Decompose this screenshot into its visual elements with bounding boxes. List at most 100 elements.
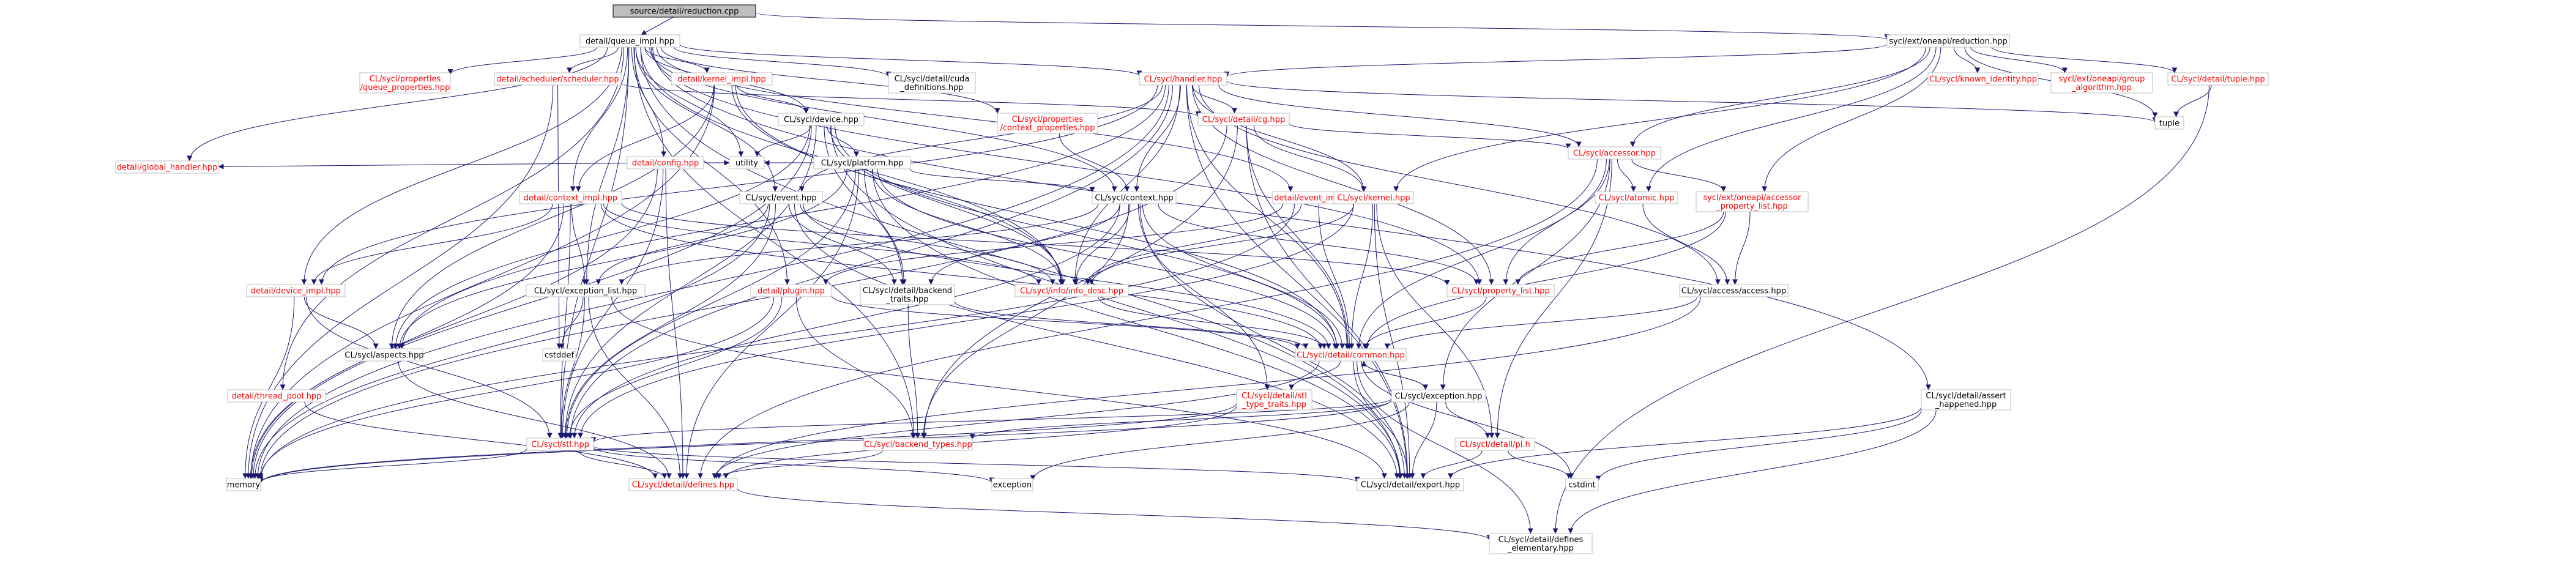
node-box [1696, 191, 1809, 212]
edge-queue-impl-to-property-list [650, 47, 1483, 285]
node-label: sycl/ext/oneapi/reduction.hpp [1889, 37, 2007, 47]
edge-kernel-to-common [1349, 203, 1374, 349]
node-kernel-impl[interactable]: detail/kernel_impl.hpp [671, 72, 773, 86]
edge-context-to-stl [571, 203, 1120, 439]
node-label: /context_properties.hpp [1000, 124, 1095, 133]
node-ext-reduction: sycl/ext/oneapi/reduction.hpp [1886, 34, 2010, 48]
node-kernel[interactable]: CL/sycl/kernel.hpp [1333, 191, 1414, 204]
edge-cg-to-accessor [1289, 123, 1571, 149]
edge-config-to-memory [248, 168, 658, 479]
node-tuple: tuple [2154, 116, 2184, 130]
node-box [1014, 284, 1129, 297]
node-scheduler[interactable]: detail/scheduler/scheduler.hpp [494, 72, 622, 86]
node-box [1568, 146, 1661, 160]
edge-event-to-info-desc [800, 203, 1055, 285]
node-label: detail/queue_impl.hpp [586, 37, 674, 47]
edge-exception-list-to-cstddef [559, 296, 584, 349]
edge-event-to-export [794, 203, 1400, 479]
edge-queue-impl-to-event [635, 47, 778, 192]
node-box [2167, 72, 2269, 86]
node-tuple-hpp[interactable]: CL/sycl/detail/tuple.hpp [2167, 72, 2269, 86]
node-prop-queue[interactable]: CL/sycl/properties/queue_properties.hpp [359, 72, 451, 94]
edge-tuple-hpp-to-tuple [2173, 84, 2212, 117]
node-label: _property_list.hpp [1716, 202, 1788, 211]
edge-cg-to-backend-types [921, 125, 1238, 439]
node-label: CL/sycl/device.hpp [784, 116, 858, 125]
node-atomic[interactable]: CL/sycl/atomic.hpp [1595, 191, 1678, 204]
edge-queue-impl-to-backend-types [634, 47, 917, 439]
edge-exception-hpp-to-common [1361, 360, 1426, 390]
node-box [519, 191, 622, 204]
node-device-impl[interactable]: detail/device_impl.hpp [246, 284, 346, 297]
file-nodes: source/detail/reduction.cpp detail/queue_… [115, 4, 2269, 554]
edge-kernel-impl-to-context-impl [575, 84, 715, 192]
node-box [1092, 191, 1177, 204]
node-global-handler[interactable]: detail/global_handler.hpp [115, 160, 219, 174]
node-context-impl[interactable]: detail/context_impl.hpp [519, 191, 622, 204]
edge-device-to-info-desc [830, 125, 1066, 285]
edge-kernel-impl-to-info-desc [731, 84, 1065, 285]
node-backend-types[interactable]: CL/sycl/backend_types.hpp [863, 437, 973, 451]
node-stl-type-traits[interactable]: CL/sycl/detail/stl_type_traits.hpp [1236, 389, 1312, 411]
node-defines[interactable]: CL/sycl/detail/defines.hpp [628, 478, 738, 491]
node-plugin[interactable]: detail/plugin.hpp [750, 284, 832, 297]
node-context: CL/sycl/context.hpp [1092, 191, 1177, 204]
node-label: cstddef [545, 351, 575, 360]
node-cuda-defs: CL/sycl/detail/cuda_definitions.hpp [888, 72, 976, 94]
node-label: CL/sycl/exception_list.hpp [534, 287, 637, 296]
edge-stl-type-traits-to-memory [258, 403, 1237, 484]
node-group-algorithm[interactable]: sycl/ext/oneapi/group_algorithm.hpp [2050, 72, 2153, 94]
node-box [1391, 389, 1486, 403]
node-label: cstdint [1568, 481, 1595, 490]
node-thread-pool[interactable]: detail/thread_pool.hpp [227, 389, 326, 403]
edge-defines-to-defines-elementary [737, 488, 1492, 541]
node-label: detail/device_impl.hpp [251, 287, 341, 296]
node-common[interactable]: CL/sycl/detail/common.hpp [1295, 348, 1407, 362]
node-config[interactable]: detail/config.hpp [627, 156, 704, 169]
edge-event-to-memory [252, 203, 770, 479]
node-label: _algorithm.hpp [2071, 83, 2132, 92]
node-info-desc[interactable]: CL/sycl/info/info_desc.hpp [1014, 284, 1129, 297]
edge-context-to-backend-traits [928, 203, 1120, 285]
edge-device-to-export [830, 125, 1404, 479]
node-label: utility [735, 159, 758, 168]
node-label: CL/sycl/kernel.hpp [1337, 194, 1410, 203]
node-pi-h[interactable]: CL/sycl/detail/pi.h [1454, 437, 1535, 451]
node-accessor[interactable]: CL/sycl/accessor.hpp [1568, 146, 1661, 160]
edge-thread-pool-to-defines [304, 401, 658, 479]
edge-exception-hpp-to-backend-types [969, 400, 1392, 440]
node-prop-context[interactable]: CL/sycl/properties/context_properties.hp… [997, 113, 1098, 134]
node-box [1236, 389, 1312, 411]
node-box [1886, 34, 2010, 48]
node-box [1921, 389, 2011, 411]
node-export: CL/sycl/detail/export.hpp [1357, 478, 1464, 491]
node-label: source/detail/reduction.cpp [630, 7, 739, 17]
node-handler[interactable]: CL/sycl/handler.hpp [1139, 72, 1227, 86]
node-accessor-prop[interactable]: sycl/ext/oneapi/accessor_property_list.h… [1696, 191, 1809, 212]
edge-kernel-impl-to-common [735, 84, 1340, 349]
edge-accessor-to-common [1356, 158, 1607, 349]
edge-exception-hpp-to-stl [590, 398, 1392, 443]
node-stl[interactable]: CL/sycl/stl.hpp [526, 437, 594, 451]
edge-ext-reduction-to-group-algorithm [1970, 47, 2068, 73]
edge-ext-reduction-to-handler [1224, 43, 1888, 77]
node-cg[interactable]: CL/sycl/detail/cg.hpp [1197, 113, 1290, 126]
edge-accessor-to-accessor-prop [1631, 158, 1727, 192]
edge-context-to-common [1142, 203, 1346, 349]
node-box [612, 4, 756, 18]
edge-assert-happened-to-export [1448, 406, 1922, 479]
edge-context-to-stl-type-traits [1137, 203, 1270, 390]
edge-handler-to-accessor [1218, 84, 1582, 147]
edge-cg-to-common [1246, 125, 1351, 349]
node-box [1595, 191, 1678, 204]
edge-common-to-stl-type-traits [1289, 360, 1341, 390]
node-known-identity[interactable]: CL/sycl/known_identity.hpp [1927, 72, 2039, 86]
edge-backend-types-to-defines [716, 450, 883, 479]
node-exception-hpp: CL/sycl/exception.hpp [1391, 389, 1486, 403]
edge-kernel-to-export [1374, 203, 1413, 479]
edge-handler-to-export [1186, 84, 1410, 479]
node-property-list[interactable]: CL/sycl/property_list.hpp [1446, 284, 1555, 297]
edge-queue-impl-to-context-impl [570, 47, 628, 192]
node-label: sycl/ext/oneapi/group [2059, 75, 2145, 84]
